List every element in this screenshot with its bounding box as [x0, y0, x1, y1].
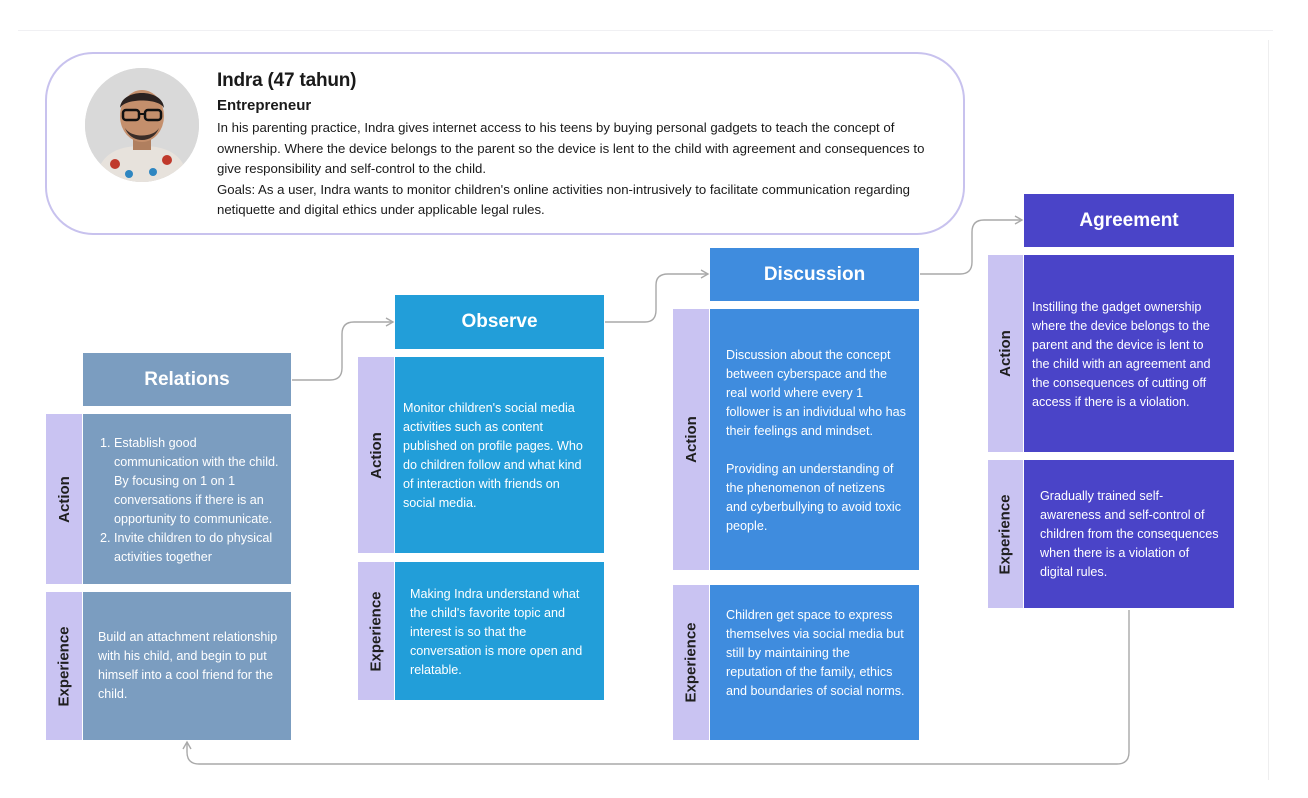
relations-experience-tab: Experience: [46, 592, 82, 740]
relations-action-tab: Action: [46, 414, 82, 584]
observe-action-tab: Action: [358, 357, 394, 553]
persona-description: In his parenting practice, Indra gives i…: [217, 120, 925, 176]
observe-action-label: Action: [367, 431, 385, 479]
relations-experience-label: Experience: [55, 625, 73, 707]
relations-action-label: Action: [55, 475, 73, 523]
persona-avatar: [85, 68, 199, 182]
discussion-action-label: Action: [682, 416, 700, 463]
persona-role: Entrepreneur: [217, 97, 312, 114]
relations-experience-text: Build an attachment relationship with hi…: [98, 630, 278, 701]
discussion-experience-label: Experience: [682, 622, 700, 703]
agreement-experience-tab: Experience: [988, 460, 1023, 608]
relations-action-box: Establish good communication with the ch…: [83, 414, 291, 584]
discussion-action-box: Discussion about the concept between cyb…: [710, 309, 919, 570]
agreement-action-text: Instilling the gadget ownership where th…: [1032, 300, 1211, 409]
persona-description-block: In his parenting practice, Indra gives i…: [217, 118, 947, 221]
agreement-experience-box: Gradually trained self-awareness and sel…: [1024, 460, 1234, 608]
relations-action-item-1: Establish good communication with the ch…: [114, 434, 283, 529]
agreement-action-box: Instilling the gadget ownership where th…: [1024, 255, 1234, 452]
observe-experience-text: Making Indra understand what the child's…: [410, 587, 583, 677]
agreement-action-tab: Action: [988, 255, 1023, 452]
observe-action-box: Monitor children's social media activiti…: [395, 357, 604, 553]
avatar-illustration: [85, 68, 199, 182]
agreement-action-label: Action: [997, 330, 1015, 377]
frame-right-line: [1268, 40, 1269, 780]
discussion-action-text-1: Discussion about the concept between cyb…: [726, 348, 906, 438]
connector-relations-observe: [292, 317, 395, 381]
relations-action-list: Establish good communication with the ch…: [92, 434, 283, 567]
discussion-action-text-2: Providing an understanding of the phenom…: [726, 462, 902, 533]
connector-agreement-relations-loop: [182, 610, 1130, 765]
observe-action-text: Monitor children's social media activiti…: [403, 401, 583, 510]
relations-action-item-2: Invite children to do physical activitie…: [114, 529, 283, 567]
relations-experience-box: Build an attachment relationship with hi…: [83, 592, 291, 740]
agreement-experience-text: Gradually trained self-awareness and sel…: [1040, 489, 1219, 579]
agreement-experience-label: Experience: [997, 493, 1015, 575]
stage-header-agreement: Agreement: [1024, 194, 1234, 247]
frame-top-line: [18, 30, 1273, 31]
persona-name: Indra (47 tahun): [217, 70, 357, 91]
persona-goals: Goals: As a user, Indra wants to monitor…: [217, 181, 910, 218]
observe-experience-tab: Experience: [358, 562, 394, 700]
observe-experience-label: Experience: [367, 590, 385, 672]
discussion-action-tab: Action: [673, 309, 709, 570]
connector-observe-discussion: [605, 269, 710, 323]
persona-card: Indra (47 tahun) Entrepreneur In his par…: [45, 52, 965, 235]
discussion-experience-tab: Experience: [673, 585, 709, 740]
connector-discussion-agreement: [920, 215, 1024, 275]
stage-header-relations: Relations: [83, 353, 291, 406]
discussion-experience-box: Children get space to express themselves…: [710, 585, 919, 740]
observe-experience-box: Making Indra understand what the child's…: [395, 562, 604, 700]
stage-header-observe: Observe: [395, 295, 604, 349]
discussion-experience-text: Children get space to express themselves…: [726, 608, 905, 698]
stage-header-discussion: Discussion: [710, 248, 919, 301]
